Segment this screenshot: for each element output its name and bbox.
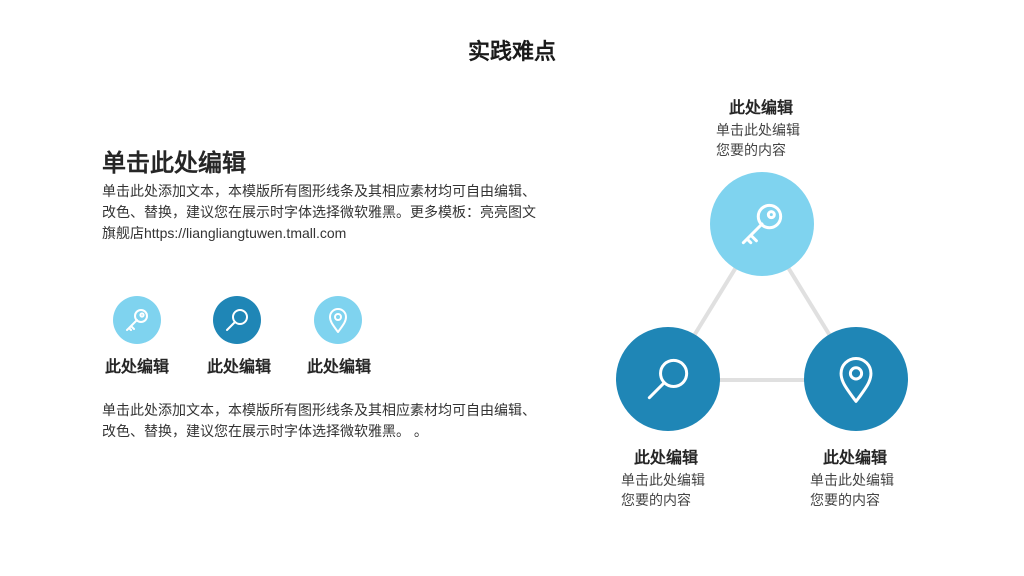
right-node-desc-line2: 您要的内容 xyxy=(810,492,880,508)
search-icon xyxy=(616,327,720,431)
detail-paragraph: 单击此处添加文本，本模版所有图形线条及其相应素材均可自由编辑、改色、替换，建议您… xyxy=(102,402,536,439)
location-pin-icon xyxy=(804,327,908,431)
intro-paragraph: 单击此处添加文本，本模版所有图形线条及其相应素材均可自由编辑、改色、替换，建议您… xyxy=(102,183,536,241)
icon-label-search: 此处编辑 xyxy=(206,359,271,376)
left-node-desc-line1: 单击此处编辑 xyxy=(621,472,705,488)
right-node-title: 此处编辑 xyxy=(823,450,888,467)
icon-label-location: 此处编辑 xyxy=(306,359,371,376)
location-pin-icon xyxy=(314,296,362,344)
right-node-desc-line1: 单击此处编辑 xyxy=(810,472,894,488)
section-heading: 单击此处编辑 xyxy=(102,150,246,177)
key-icon xyxy=(113,296,161,344)
left-node-desc-line2: 您要的内容 xyxy=(621,492,691,508)
left-node-title: 此处编辑 xyxy=(634,450,699,467)
top-node-desc-line2: 您要的内容 xyxy=(716,142,786,158)
top-node-title: 此处编辑 xyxy=(729,100,794,117)
key-icon xyxy=(710,172,814,276)
top-node-desc-line1: 单击此处编辑 xyxy=(716,122,800,138)
icon-label-key: 此处编辑 xyxy=(104,359,169,376)
slide-title: 实践难点 xyxy=(467,39,556,64)
search-icon xyxy=(213,296,261,344)
